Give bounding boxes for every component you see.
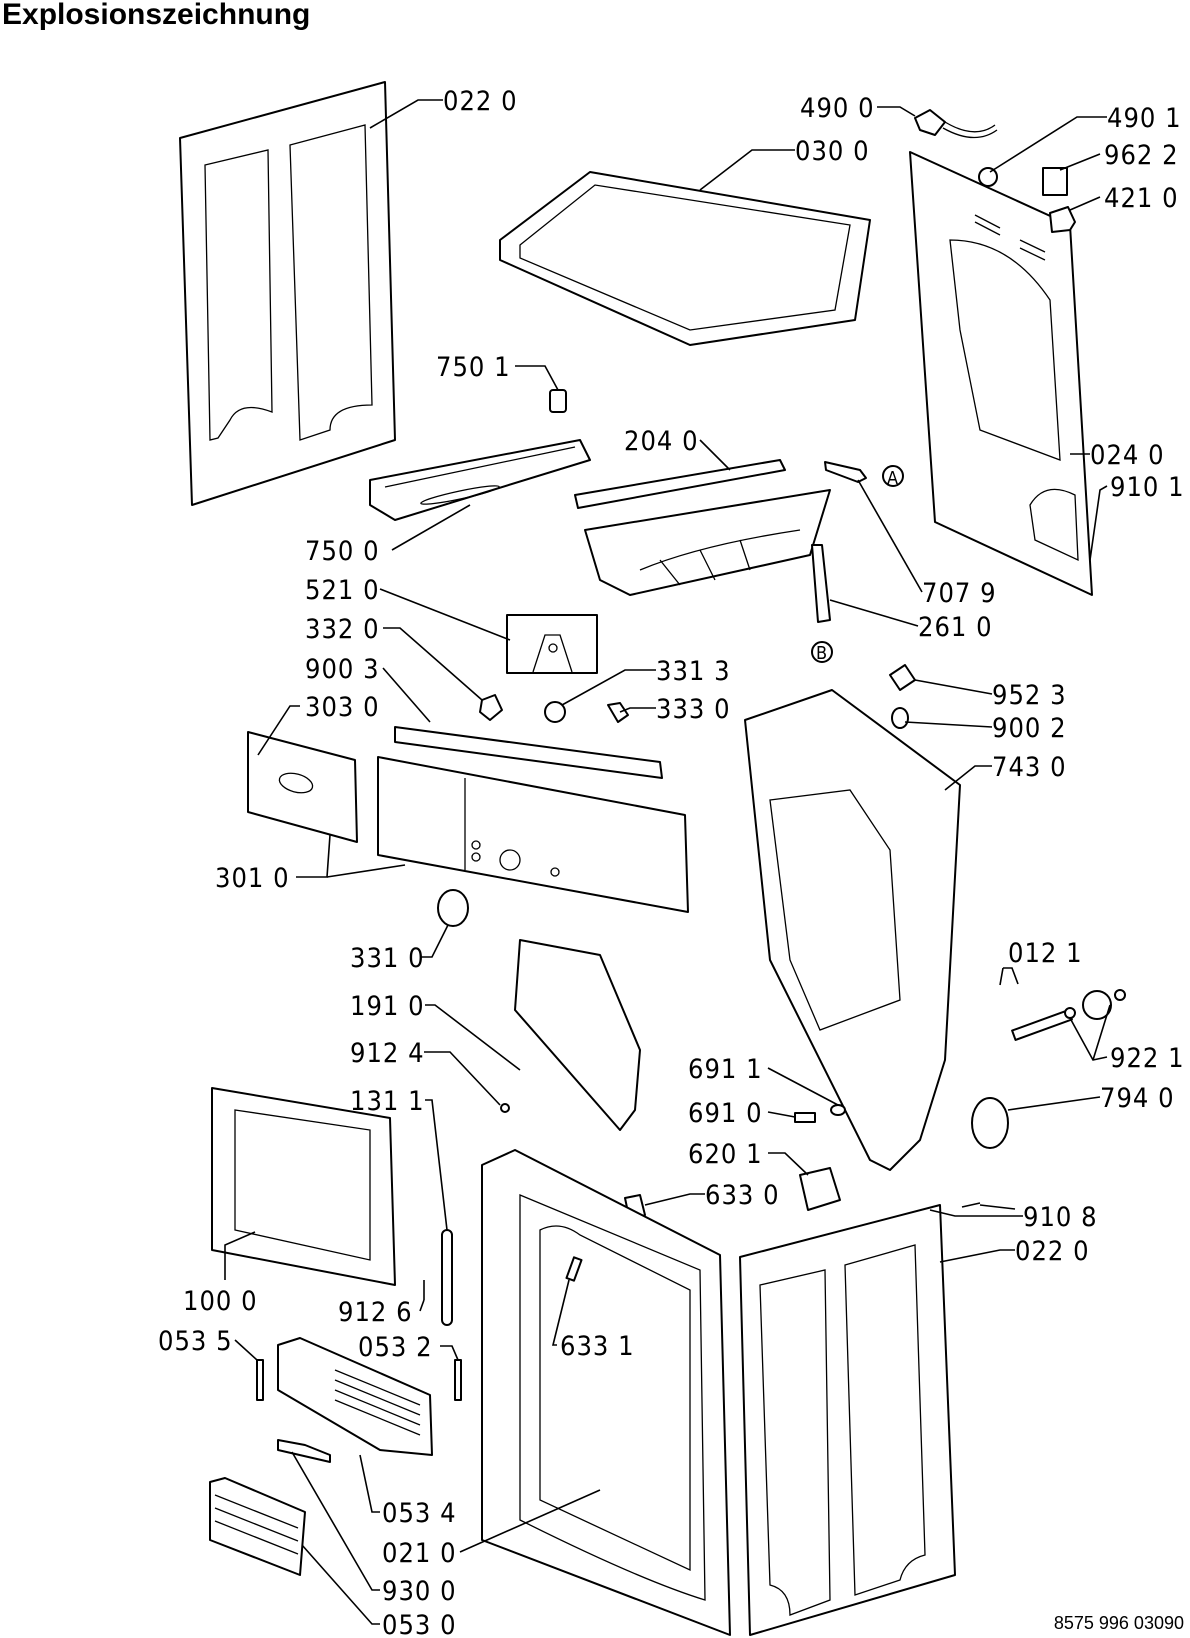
part-knob-ring	[544, 701, 566, 723]
label-331-3: 331 3	[656, 656, 731, 687]
label-301-0: 301 0	[215, 863, 290, 894]
label-912-4: 912 4	[350, 1038, 425, 1069]
part-foot	[889, 664, 916, 691]
label-691-1: 691 1	[688, 1054, 763, 1085]
part-power-cord	[914, 109, 998, 139]
part-grille	[209, 1477, 306, 1576]
label-421-0: 421 0	[1104, 183, 1179, 214]
label-490-0: 490 0	[800, 93, 875, 124]
part-screw-2	[500, 1103, 510, 1113]
part-sensor	[824, 461, 867, 483]
part-top-cover	[499, 171, 871, 346]
part-cap	[549, 389, 567, 413]
part-water-container	[369, 439, 591, 521]
part-label-plate	[1042, 167, 1068, 196]
label-053-0: 053 0	[382, 1610, 457, 1638]
part-hinge-pin	[256, 1359, 264, 1401]
part-striker	[565, 1256, 583, 1282]
label-053-4: 053 4	[382, 1498, 457, 1529]
label-962-2: 962 2	[1104, 140, 1179, 171]
part-rail	[394, 726, 663, 779]
label-743-0: 743 0	[992, 752, 1067, 783]
marker-a: A	[887, 468, 899, 489]
label-750-1: 750 1	[436, 352, 511, 383]
part-pin	[794, 1112, 816, 1123]
label-794-0: 794 0	[1100, 1083, 1175, 1114]
label-900-2: 900 2	[992, 713, 1067, 744]
part-water-tank-housing	[574, 459, 831, 623]
label-022-0-top: 022 0	[443, 86, 518, 117]
label-633-0: 633 0	[705, 1180, 780, 1211]
part-front-panel	[481, 1149, 731, 1636]
label-707-9: 707 9	[922, 578, 997, 609]
label-261-0: 261 0	[918, 612, 993, 643]
label-490-1: 490 1	[1107, 103, 1182, 134]
part-cord-clamp	[978, 167, 998, 187]
label-053-5: 053 5	[158, 1326, 233, 1357]
label-333-0: 333 0	[656, 694, 731, 725]
part-knob	[437, 889, 469, 927]
part-drawer-front	[247, 731, 358, 843]
part-rear-panel	[909, 151, 1093, 596]
part-gasket-ring	[971, 1097, 1009, 1149]
label-331-0: 331 0	[350, 943, 425, 974]
label-620-1: 620 1	[688, 1139, 763, 1170]
label-022-0-right: 022 0	[1015, 1236, 1090, 1267]
label-021-0: 021 0	[382, 1538, 457, 1569]
leader-lines	[224, 99, 1111, 1625]
part-side-panel-left	[179, 81, 396, 506]
part-door-seal	[514, 939, 641, 1131]
part-handle	[277, 1439, 331, 1463]
part-switch-2	[607, 702, 629, 723]
marker-circle-b	[811, 641, 833, 663]
label-332-0: 332 0	[305, 614, 380, 645]
label-204-0: 204 0	[624, 426, 699, 457]
label-910-8: 910 8	[1023, 1202, 1098, 1233]
marker-circle-a	[882, 465, 904, 487]
label-633-1: 633 1	[560, 1331, 635, 1362]
document-code: 8575 996 03090	[1053, 1613, 1184, 1633]
part-hinge	[441, 1229, 453, 1326]
label-012-1: 012 1	[1008, 938, 1083, 969]
part-door	[211, 1087, 396, 1286]
label-922-1: 922 1	[1110, 1043, 1185, 1074]
part-pulley-assembly	[1011, 989, 1126, 1041]
part-switch	[479, 694, 503, 721]
label-900-3: 900 3	[305, 654, 380, 685]
label-910-1: 910 1	[1110, 472, 1185, 503]
part-screw-3	[961, 1202, 981, 1208]
label-030-0: 030 0	[795, 136, 870, 167]
part-latch	[454, 1359, 462, 1401]
label-053-2: 053 2	[358, 1332, 433, 1363]
label-952-3: 952 3	[992, 680, 1067, 711]
label-912-6: 912 6	[338, 1297, 413, 1328]
part-plinth	[277, 1337, 433, 1456]
label-303-0: 303 0	[305, 692, 380, 723]
label-100-0: 100 0	[183, 1286, 258, 1317]
part-o-ring	[830, 1104, 846, 1116]
label-191-0: 191 0	[350, 991, 425, 1022]
part-side-panel-right	[739, 1204, 956, 1636]
label-024-0: 024 0	[1090, 440, 1165, 471]
part-labels: 022 0 490 0 030 0 490 1 962 2 421 0 750 …	[158, 86, 1185, 1638]
part-air-duct	[744, 689, 961, 1171]
marker-b: B	[816, 643, 828, 664]
page-title: Explosionszeichnung	[2, 0, 311, 31]
part-small-box	[1049, 206, 1076, 233]
part-control-board	[506, 614, 598, 674]
part-door-lock	[799, 1167, 841, 1211]
label-131-1: 131 1	[350, 1086, 425, 1117]
part-clip	[891, 707, 909, 729]
label-750-0: 750 0	[305, 536, 380, 567]
label-691-0: 691 0	[688, 1098, 763, 1129]
label-521-0: 521 0	[305, 575, 380, 606]
part-control-panel	[377, 756, 689, 913]
label-930-0: 930 0	[382, 1576, 457, 1607]
